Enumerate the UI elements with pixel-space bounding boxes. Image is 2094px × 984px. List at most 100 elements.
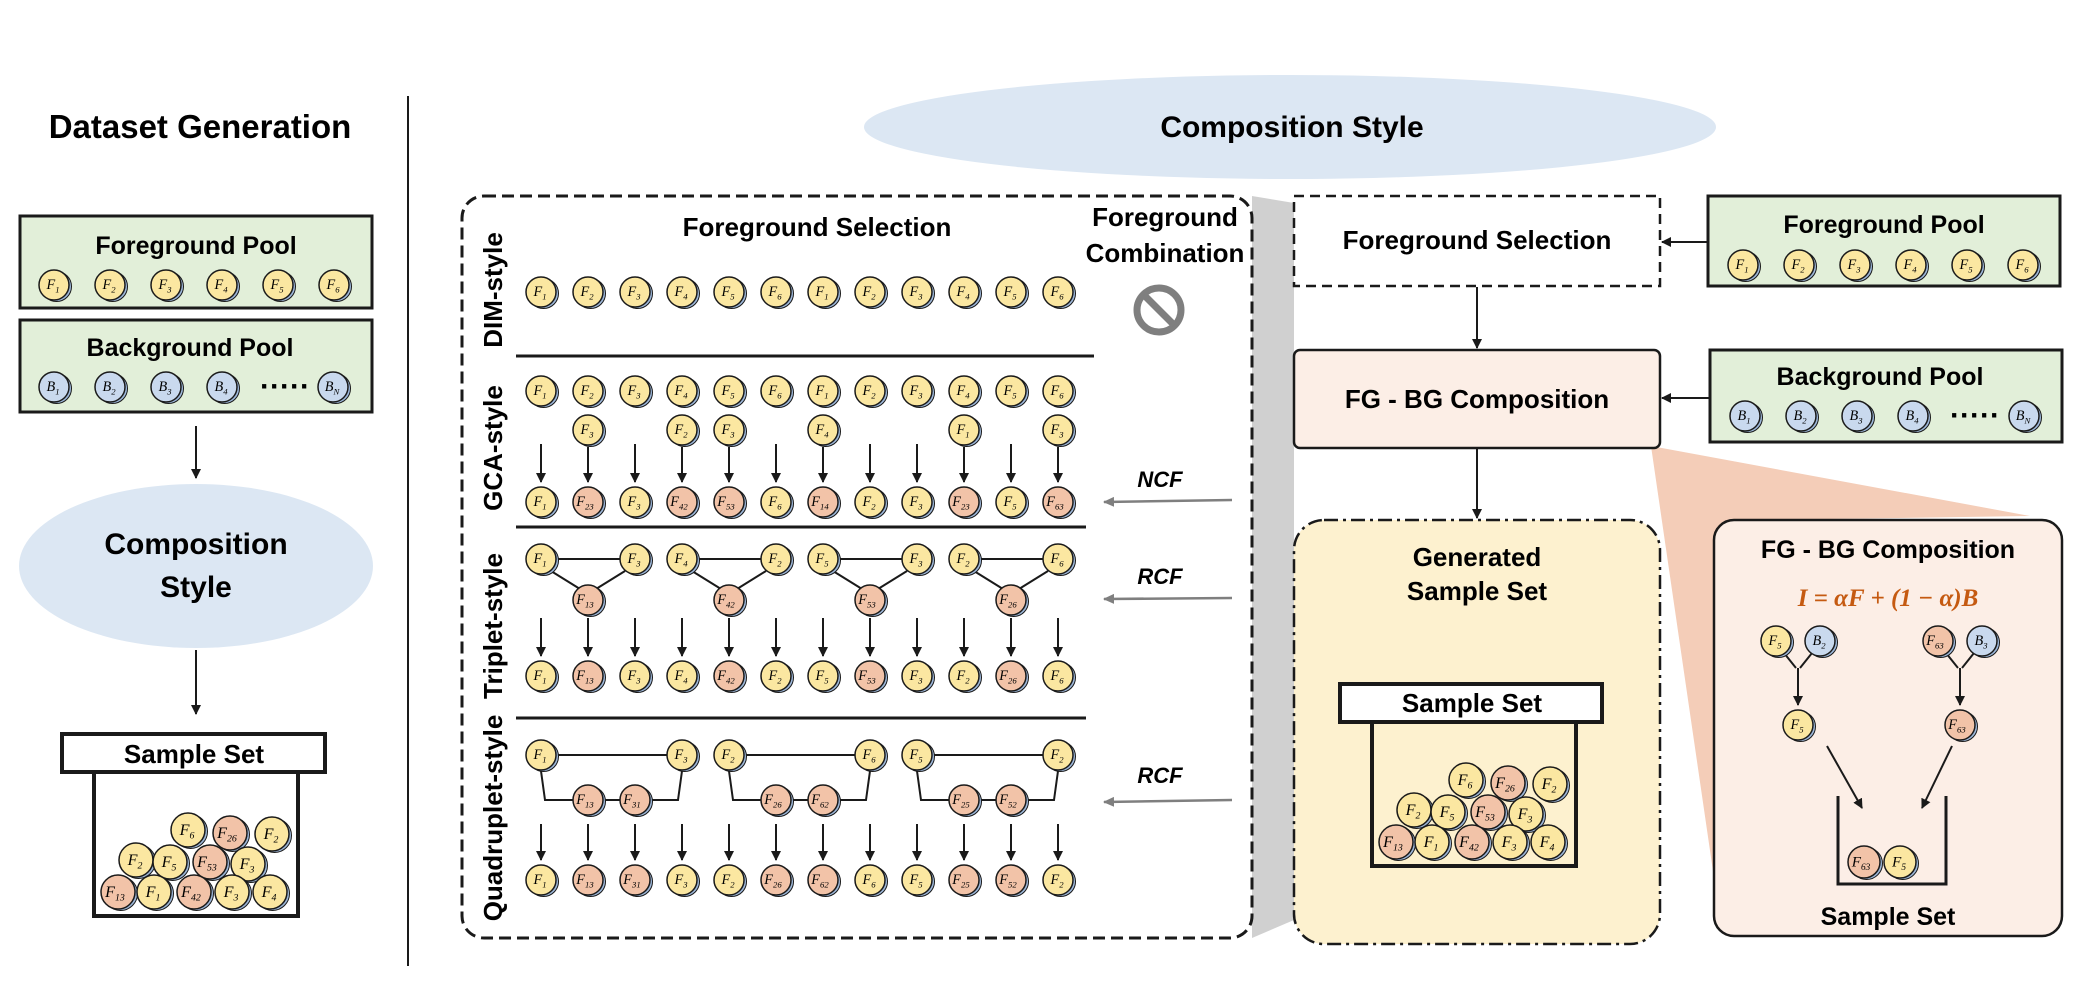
- connector-line: [973, 570, 1004, 590]
- composition-style-banner: [864, 75, 1716, 179]
- gca-bottom-node: F3: [619, 486, 653, 519]
- detail-result-node: F63: [1847, 845, 1883, 880]
- gca-bottom-node: F53: [713, 486, 747, 519]
- right-sample-ball: F3: [1492, 824, 1530, 861]
- detail-right-out-node: F63: [1944, 709, 1978, 742]
- triplet-bottom-node: F2: [948, 660, 982, 693]
- quadruplet-bottom-node: F3: [666, 864, 700, 897]
- gca-bottom-node: F23: [572, 486, 606, 519]
- left-bg-pool-b4: B4: [206, 371, 240, 404]
- quadruplet-bracket: [728, 770, 871, 801]
- gca-bottom-node: F2: [854, 486, 888, 519]
- right-fg-pool-f5: F5: [1951, 249, 1985, 282]
- detail-merge-arrow: [1826, 745, 1863, 809]
- gca-bottom-node: F5: [995, 486, 1029, 519]
- gca-bottom-node: F6: [760, 486, 794, 519]
- left-sample-ball: F2: [118, 842, 156, 879]
- gca-second-node: F2: [666, 414, 700, 447]
- quadruplet-bottom-node: F2: [1042, 864, 1076, 897]
- gca-second-node: F4: [807, 414, 841, 447]
- connector-line: [1799, 652, 1813, 669]
- triplet-style-label: Triplet-style: [478, 553, 508, 699]
- right-bg-pool-b2: B2: [1785, 400, 1819, 433]
- triplet-top-node: F2: [948, 543, 982, 576]
- left-composition-style-line1: Composition: [104, 528, 287, 561]
- generated-label-2: Sample Set: [1407, 576, 1548, 606]
- dim-node: F1: [525, 276, 559, 309]
- gca-top-node: F5: [713, 375, 747, 408]
- triplet-combined-node: F26: [995, 584, 1029, 617]
- gca-bottom-node: F63: [1042, 486, 1076, 519]
- connector-line: [691, 570, 722, 590]
- gca-top-node: F2: [572, 375, 606, 408]
- triplet-bottom-node: F6: [1042, 660, 1076, 693]
- right-bg-pool-b4: B4: [1897, 400, 1931, 433]
- left-composition-style-line2: Style: [160, 571, 232, 604]
- connector-line: [736, 570, 767, 590]
- quadruplet-top-node: F6: [854, 739, 888, 772]
- triplet-top-node: F6: [1042, 543, 1076, 576]
- right-background-pool-title: Background Pool: [1777, 363, 1984, 391]
- quadruplet-bottom-node: F6: [854, 864, 888, 897]
- quadruplet-bracket: [916, 770, 1059, 801]
- triplet-bottom-node: F13: [572, 660, 606, 693]
- rcf-arrow-triplet: [1103, 593, 1233, 604]
- quadruplet-top-node: F5: [901, 739, 935, 772]
- gca-top-node: F5: [995, 375, 1029, 408]
- right-sample-set-label: Sample Set: [1402, 688, 1543, 718]
- triplet-bottom-node: F26: [995, 660, 1029, 693]
- right-fg-pool-f6: F6: [2007, 249, 2041, 282]
- left-sample-ball: F3: [230, 846, 268, 883]
- quadruplet-bottom-node: F1: [525, 864, 559, 897]
- left-background-pool-dots: ·····: [260, 370, 310, 403]
- quadruplet-bottom-node: F52: [995, 864, 1029, 897]
- detail-title: FG - BG Composition: [1761, 536, 2015, 564]
- triplet-bottom-node: F2: [760, 660, 794, 693]
- right-foreground-pool-title: Foreground Pool: [1783, 211, 1984, 239]
- dim-node: F5: [713, 276, 747, 309]
- triplet-top-node: F2: [760, 543, 794, 576]
- dim-node: F6: [760, 276, 794, 309]
- right-sample-ball: F6: [1448, 762, 1486, 799]
- right-sample-ball: F5: [1430, 794, 1468, 831]
- styles-frame: [460, 194, 1254, 940]
- quadruplet-top-node: F2: [1042, 739, 1076, 772]
- right-sample-ball: F2: [1396, 792, 1434, 829]
- quadruplet-bottom-node: F31: [619, 864, 653, 897]
- gca-bottom-node: F1: [525, 486, 559, 519]
- quadruplet-combined-node: F13: [572, 784, 606, 817]
- triplet-combined-node: F53: [854, 584, 888, 617]
- triplet-bottom-node: F53: [854, 660, 888, 693]
- left-fg-pool-f1: F1: [38, 269, 72, 302]
- quadruplet-top-node: F2: [713, 739, 747, 772]
- quadruplet-bottom-node: F26: [760, 864, 794, 897]
- quadruplet-combined-node: F25: [948, 784, 982, 817]
- quadruplet-top-node: F1: [525, 739, 559, 772]
- gca-top-node: F3: [901, 375, 935, 408]
- left-sample-ball: F1: [136, 874, 174, 911]
- detail-result-node: F5: [1883, 845, 1919, 880]
- right-sample-ball: F26: [1490, 765, 1528, 802]
- dim-style-label: DIM-style: [478, 232, 508, 348]
- rcf-arrow-quadruplet: [1103, 796, 1233, 807]
- triplet-bottom-node: F1: [525, 660, 559, 693]
- right-fg-pool-f3: F3: [1839, 249, 1873, 282]
- gca-second-node: F3: [572, 414, 606, 447]
- gca-style-label: GCA-style: [478, 385, 508, 511]
- right-bg-pool-bn: BN: [2008, 400, 2042, 433]
- left-fg-pool-f3: F3: [150, 269, 184, 302]
- left-sample-ball: F42: [176, 874, 214, 911]
- detail-merge-arrow: [1921, 745, 1953, 809]
- gca-top-node: F4: [948, 375, 982, 408]
- right-sample-ball: F2: [1532, 766, 1570, 803]
- gca-second-node: F3: [713, 414, 747, 447]
- left-sample-ball: F26: [212, 815, 250, 852]
- left-sample-ball: F6: [170, 812, 208, 849]
- triplet-combined-node: F13: [572, 584, 606, 617]
- dataset-generation-title: Dataset Generation: [49, 108, 352, 145]
- right-sample-ball: F3: [1508, 796, 1546, 833]
